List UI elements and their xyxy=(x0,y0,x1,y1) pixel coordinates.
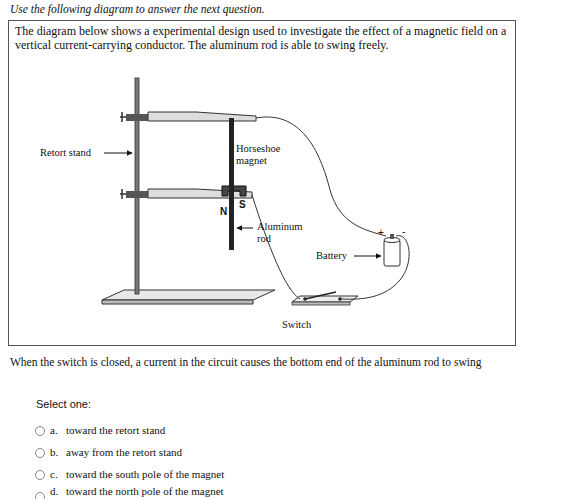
option-text: toward the north pole of the magnet xyxy=(66,485,224,497)
option-text: away from the retort stand xyxy=(66,446,182,458)
part-label: Aluminum rod xyxy=(257,221,309,244)
pole-label: N xyxy=(220,206,227,217)
prompt-text: Select one: xyxy=(36,398,91,410)
stand-base xyxy=(102,290,275,304)
part-label: Retort stand xyxy=(40,147,91,159)
aluminum-rod xyxy=(229,118,234,250)
option-letter: b. xyxy=(50,446,58,458)
switch xyxy=(292,292,358,305)
option-text: toward the retort stand xyxy=(66,424,165,436)
top-clamp xyxy=(120,112,256,122)
stand-pole xyxy=(135,78,139,294)
panel-text: The diagram below shows a experimental d… xyxy=(9,21,515,57)
question-panel: The diagram below shows a experimental d… xyxy=(8,20,516,346)
radio-buttons xyxy=(36,427,45,499)
part-label: Switch xyxy=(282,319,311,331)
terminal-sign: + xyxy=(378,227,384,238)
option-letter: a. xyxy=(50,424,58,436)
option-letter: d. xyxy=(50,485,58,497)
option-letter: c. xyxy=(50,468,58,480)
question-stem: When the switch is closed, a current in … xyxy=(10,356,481,369)
leader-arrows xyxy=(104,153,381,256)
part-label: Battery xyxy=(316,250,347,262)
battery xyxy=(384,234,400,266)
option-text: toward the south pole of the magnet xyxy=(66,468,224,480)
part-label: Horseshoe magnet xyxy=(236,143,294,166)
instruction-text: Use the following diagram to answer the … xyxy=(10,3,265,16)
pole-label: S xyxy=(239,199,246,210)
terminal-sign: - xyxy=(402,226,405,237)
